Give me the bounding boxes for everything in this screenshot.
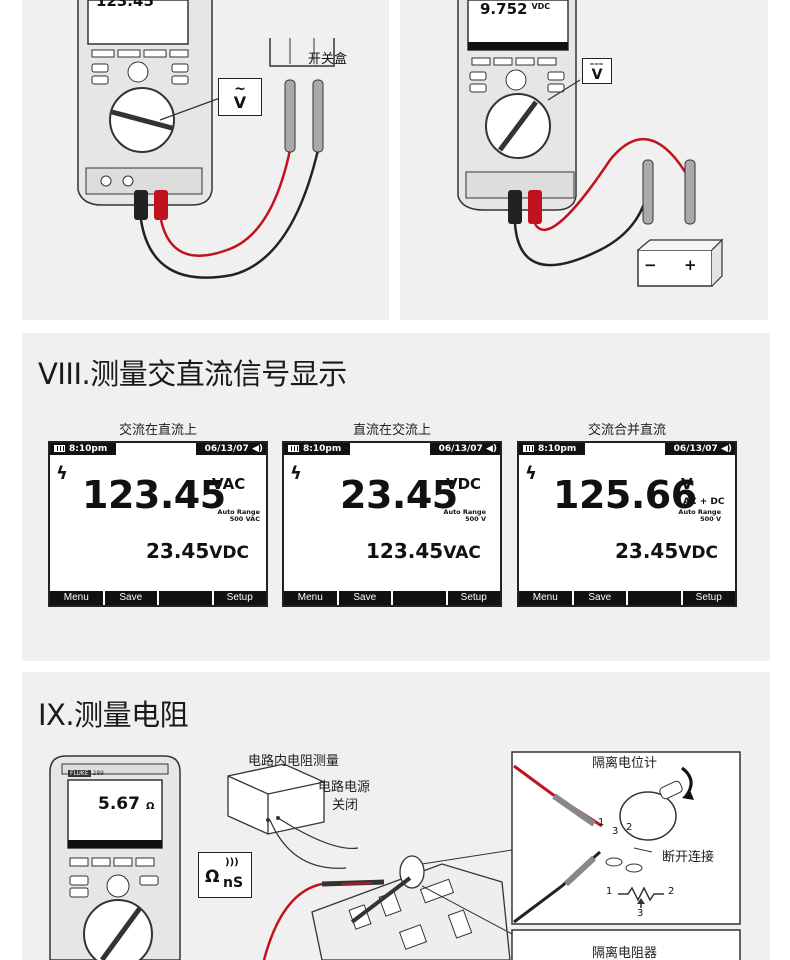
dc-voltage-function-box: ═══ V [582,58,612,84]
secondary-value: 123.45VAC [366,539,481,563]
resistor-pin-1: 1 [606,886,612,897]
range-indicator: Auto Range 500 V [667,509,721,523]
lcd-screen: 8:10pm 06/13/07 ◀) ϟ 123.45 VAC Auto Ran… [48,441,268,607]
power-off-label-2: 关闭 [332,794,358,813]
ac-dc-label: AC + DC [683,497,724,507]
softkey-bar: Menu Save Setup [284,591,500,605]
setup-softkey: Setup [683,591,736,605]
pot-pin-2: 2 [626,822,632,833]
date-label: 06/13/07 [205,444,249,454]
speaker-icon: ◀) [252,444,263,454]
continuity-sound-icon: ))) [225,857,239,868]
primary-unit: VDC [446,475,481,493]
ohm-symbol: Ω [205,867,219,887]
resistance-illustration [22,672,770,960]
meter-brand-label: FLUKE 289 [68,770,162,777]
lcd-screen: 8:10pm 06/13/07 ◀) ϟ 125.66 V AC + DC Au… [517,441,737,607]
high-voltage-icon: ϟ [525,463,537,484]
high-voltage-icon: ϟ [56,463,68,484]
primary-unit: VAC [212,475,245,493]
blank-softkey [159,591,214,605]
section-title: VIII.测量交直流信号显示 [38,351,347,393]
setup-softkey: Setup [448,591,501,605]
speaker-icon: ◀) [486,444,497,454]
save-softkey: Save [105,591,160,605]
screen-caption: 直流在交流上 [282,419,502,438]
section-resistance-measurement: IX.测量电阻 [22,672,770,960]
save-softkey: Save [339,591,394,605]
isolate-potentiometer-label: 隔离电位计 [592,752,657,771]
secondary-value: 23.45VDC [146,539,249,563]
resistor-pin-2: 2 [668,886,674,897]
save-softkey: Save [574,591,629,605]
power-off-label: 电路电源 [318,776,370,795]
softkey-bar: Menu Save Setup [50,591,266,605]
meter-display-reading: 123.45 [96,0,154,10]
disconnect-label: 断开连接 [662,846,714,865]
panel-ac-voltage-measurement: 123.45 开关盒 ~ V [22,0,389,320]
blank-softkey [628,591,683,605]
section-ac-dc-display: VIII.测量交直流信号显示 交流在直流上 8:10pm 06/13/07 ◀)… [22,333,770,661]
volt-symbol: V [219,95,261,111]
screen-caption: 交流合并直流 [517,419,737,438]
dc-voltage-illustration [400,0,768,320]
battery-minus-label: − [644,256,657,274]
setup-softkey: Setup [214,591,267,605]
nano-siemens-symbol: nS [223,875,243,891]
battery-plus-label: + [684,256,697,274]
resistor-pin-3: 3 [637,908,643,919]
pot-pin-1: 1 [598,817,604,828]
ac-voltage-function-box: ~ V [218,78,262,116]
secondary-value: 23.45VDC [615,539,718,563]
time-label: 8:10pm [69,444,107,454]
time-label: 8:10pm [538,444,576,454]
battery-icon [54,445,65,452]
in-circuit-label: 电路内电阻测量 [248,750,339,769]
time-label: 8:10pm [303,444,341,454]
blank-softkey [393,591,448,605]
battery-icon [523,445,534,452]
screen-caption: 交流在直流上 [48,419,268,438]
speaker-icon: ◀) [721,444,732,454]
range-indicator: Auto Range 500 V [434,509,486,523]
switch-box-label: 开关盒 [308,48,347,67]
high-voltage-icon: ϟ [290,463,302,484]
lcd-screen: 8:10pm 06/13/07 ◀) ϟ 23.45 VDC Auto Rang… [282,441,502,607]
range-indicator: Auto Range 500 VAC [200,509,260,523]
status-bar: 8:10pm 06/13/07 ◀) [519,443,735,455]
battery-icon [288,445,299,452]
isolate-resistor-label: 隔离电阻器 [592,942,657,960]
status-bar: 8:10pm 06/13/07 ◀) [284,443,500,455]
date-label: 06/13/07 [674,444,718,454]
pot-pin-3: 3 [612,826,618,837]
volt-symbol: V [583,68,611,82]
softkey-bar: Menu Save Setup [519,591,735,605]
date-label: 06/13/07 [439,444,483,454]
status-bar: 8:10pm 06/13/07 ◀) [50,443,266,455]
menu-softkey: Menu [519,591,574,605]
menu-softkey: Menu [50,591,105,605]
resistance-function-box: Ω ))) nS [198,852,252,898]
primary-unit: V [681,475,693,493]
menu-softkey: Menu [284,591,339,605]
